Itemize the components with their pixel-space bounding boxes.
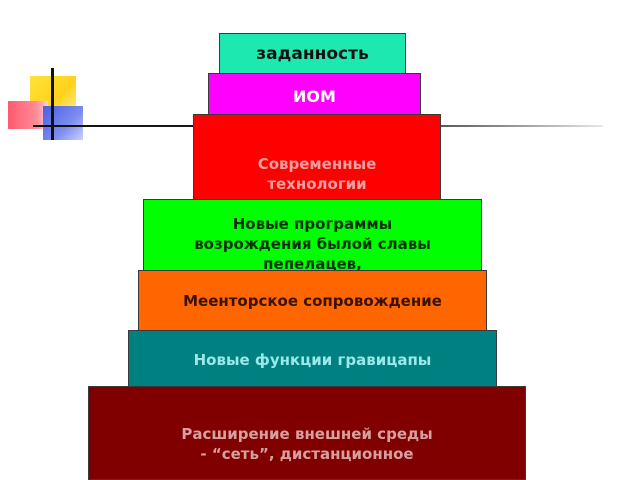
pyramid-level-4: Новые программы возрождения былой славы …	[143, 199, 482, 271]
blue-square-decoration	[43, 106, 83, 140]
pyramid-level-1: заданность	[219, 33, 406, 74]
pyramid-level-3: Современные технологии	[193, 114, 441, 200]
pyramid-level-3-label: Современные технологии	[257, 155, 377, 193]
vertical-line-decoration	[51, 68, 54, 140]
pyramid-level-7-label: Расширение внешней среды - “сеть”, диста…	[181, 425, 433, 463]
pyramid-level-2: ИОМ	[208, 73, 421, 119]
pyramid-level-4-label: Новые программы возрождения былой славы …	[194, 215, 431, 271]
pyramid-level-1-label: заданность	[256, 43, 369, 64]
pyramid-level-7: Расширение внешней среды - “сеть”, диста…	[88, 386, 526, 480]
red-square-decoration	[8, 101, 48, 129]
pyramid-level-5-label: Меенторское сопровождение	[183, 291, 442, 310]
pyramid-level-2-label: ИОМ	[293, 86, 336, 106]
pyramid-level-6-label: Новые функции гравицапы	[193, 351, 432, 369]
pyramid-level-6: Новые функции гравицапы	[128, 330, 497, 390]
pyramid-level-5: Меенторское сопровождение	[138, 270, 487, 331]
